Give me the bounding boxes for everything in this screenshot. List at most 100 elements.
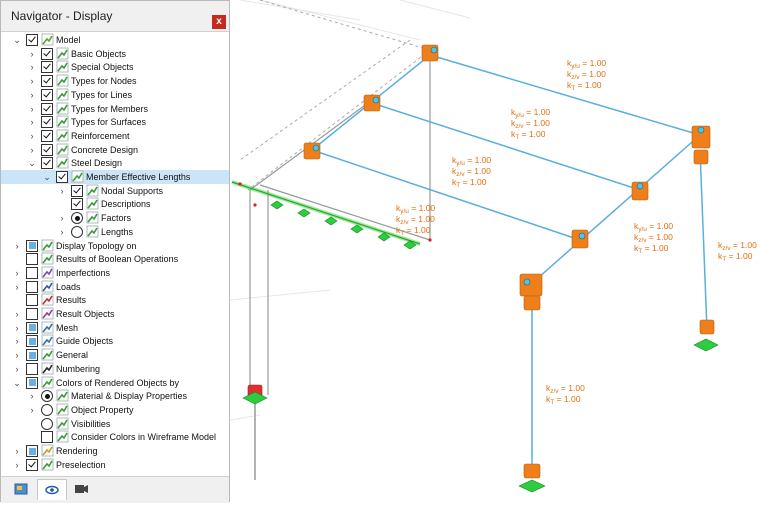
tree-item-label: General (56, 350, 89, 361)
checkbox[interactable] (26, 308, 38, 320)
checkbox[interactable] (26, 294, 38, 307)
chevron-right-icon[interactable]: › (15, 309, 19, 319)
chevron-right-icon[interactable]: › (15, 322, 19, 333)
radio-button[interactable] (41, 417, 53, 430)
tree-item-numbering[interactable]: ›Numbering (1, 362, 229, 376)
tree-item-imperfections[interactable]: ›Imperfections (1, 266, 229, 280)
checkbox[interactable] (41, 116, 53, 129)
tree-item-results[interactable]: Results (1, 293, 229, 307)
checkbox[interactable] (26, 376, 38, 389)
tree-item-object-property[interactable]: ›Object Property (1, 403, 229, 417)
tree-item-descriptions[interactable]: Descriptions (1, 197, 229, 211)
chevron-right-icon[interactable]: › (30, 404, 34, 415)
chevron-down-icon[interactable]: ⌄ (13, 377, 21, 388)
tree-item-types-for-nodes[interactable]: ›Types for Nodes (1, 74, 229, 88)
close-button[interactable]: x (212, 15, 226, 29)
chevron-right-icon[interactable]: › (30, 48, 34, 59)
checkbox[interactable] (71, 184, 83, 197)
chevron-right-icon[interactable]: › (30, 103, 34, 114)
chevron-right-icon[interactable]: › (15, 267, 19, 278)
checkbox[interactable] (26, 266, 38, 279)
radio-button[interactable] (41, 390, 53, 403)
chevron-right-icon[interactable]: › (60, 226, 64, 237)
checkbox[interactable] (41, 75, 53, 88)
tree-item-mesh[interactable]: ›Mesh (1, 321, 229, 335)
chevron-right-icon[interactable]: › (30, 391, 34, 402)
chevron-right-icon[interactable]: › (15, 240, 19, 251)
checkbox[interactable] (41, 143, 53, 156)
tree-item-basic-objects[interactable]: ›Basic Objects (1, 47, 229, 61)
chevron-right-icon[interactable]: › (15, 363, 19, 374)
checkbox[interactable] (26, 445, 38, 457)
tree-item-special-objects[interactable]: ›Special Objects (1, 60, 229, 74)
view-tab[interactable] (37, 479, 67, 500)
checkbox[interactable] (26, 321, 38, 334)
chevron-right-icon[interactable]: › (15, 459, 19, 470)
chevron-right-icon[interactable]: › (15, 336, 19, 347)
checkbox[interactable] (71, 198, 83, 211)
checkbox[interactable] (26, 362, 38, 375)
tree-item-types-for-members[interactable]: ›Types for Members (1, 102, 229, 116)
tree-item-results-of-boolean-operations[interactable]: Results of Boolean Operations (1, 252, 229, 266)
checkbox[interactable] (26, 34, 38, 46)
chevron-right-icon[interactable]: › (30, 62, 34, 73)
tree-item-reinforcement[interactable]: ›Reinforcement (1, 129, 229, 143)
tree-item-rendering[interactable]: ›Rendering (1, 444, 229, 458)
data-tab[interactable] (7, 479, 35, 499)
tree-item-result-objects[interactable]: ›Result Objects (1, 307, 229, 321)
camera-tab[interactable] (67, 479, 95, 499)
tree-item-model[interactable]: ⌄Model (1, 33, 229, 47)
checkbox[interactable] (26, 280, 38, 293)
checkbox[interactable] (26, 239, 38, 252)
chevron-down-icon[interactable]: ⌄ (28, 158, 36, 169)
chevron-down-icon[interactable]: ⌄ (13, 35, 21, 45)
checkbox[interactable] (26, 458, 38, 471)
checkbox[interactable] (41, 129, 53, 142)
chevron-right-icon[interactable]: › (15, 281, 19, 292)
chevron-right-icon[interactable]: › (30, 76, 34, 87)
checkbox[interactable] (41, 102, 53, 115)
chevron-right-icon[interactable]: › (15, 446, 19, 456)
tree-item-material-display-properties[interactable]: ›Material & Display Properties (1, 389, 229, 403)
chevron-right-icon[interactable]: › (60, 213, 64, 224)
tree-item-colors-of-rendered-objects-by[interactable]: ⌄Colors of Rendered Objects by (1, 376, 229, 390)
tree-item-preselection[interactable]: ›Preselection (1, 458, 229, 472)
tree-item-nodal-supports[interactable]: ›Nodal Supports (1, 184, 229, 198)
tree-item-concrete-design[interactable]: ›Concrete Design (1, 143, 229, 157)
tree-item-display-topology-on[interactable]: ›Display Topology on (1, 239, 229, 253)
tree-item-types-for-lines[interactable]: ›Types for Lines (1, 88, 229, 102)
checkbox[interactable] (26, 253, 38, 266)
checkbox[interactable] (41, 157, 53, 170)
tree-item-general[interactable]: › General (1, 348, 229, 362)
chevron-right-icon[interactable]: › (60, 185, 64, 196)
chevron-right-icon[interactable]: › (30, 144, 34, 155)
checkbox[interactable] (26, 335, 38, 348)
checkbox[interactable] (41, 47, 53, 60)
chevron-right-icon[interactable]: › (30, 130, 34, 141)
tree-item-member-effective-lengths[interactable]: ⌄Member Effective Lengths (1, 170, 229, 184)
radio-button[interactable] (71, 225, 83, 238)
chevron-right-icon[interactable]: › (15, 350, 19, 361)
selected-member[interactable] (231, 180, 421, 246)
checkbox[interactable] (41, 61, 53, 74)
tree-item-lengths[interactable]: ›Lengths (1, 225, 229, 239)
radio-button[interactable] (41, 403, 53, 416)
radio-button[interactable] (71, 212, 83, 225)
tree-item-consider-colors-in-wireframe-model[interactable]: Consider Colors in Wireframe Model (1, 430, 229, 444)
tree-item-visibilities[interactable]: Visibilities (1, 417, 229, 431)
tree-item-label: Descriptions (101, 199, 151, 210)
tree-item-guide-objects[interactable]: ›Guide Objects (1, 334, 229, 348)
results-icon (41, 293, 54, 306)
tree-item-loads[interactable]: ›Loads (1, 280, 229, 294)
checkbox[interactable] (41, 431, 53, 444)
checkbox[interactable] (41, 88, 53, 101)
tree-item-types-for-surfaces[interactable]: ›Types for Surfaces (1, 115, 229, 129)
tree-item-steel-design[interactable]: ⌄Steel Design (1, 156, 229, 170)
checkbox[interactable] (56, 171, 68, 183)
chevron-down-icon[interactable]: ⌄ (43, 172, 51, 182)
chevron-right-icon[interactable]: › (30, 117, 34, 128)
chevron-right-icon[interactable]: › (30, 89, 34, 100)
tree-item-factors[interactable]: ›Factors (1, 211, 229, 225)
checkbox[interactable] (26, 349, 38, 362)
